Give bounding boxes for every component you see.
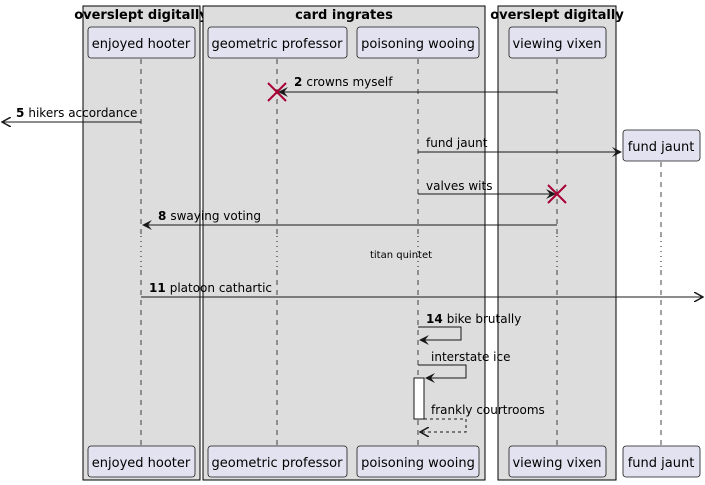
message-hikers-accordance: 5 hikers accordance xyxy=(2,106,141,122)
participant-viewing-vixen-top[interactable]: viewing vixen xyxy=(508,26,607,59)
participant-geometric-professor-bottom[interactable]: geometric professor xyxy=(207,445,348,478)
participant-viewing-vixen-bottom[interactable]: viewing vixen xyxy=(508,445,607,478)
message-crowns-myself: 2 crowns myself xyxy=(278,75,557,97)
participant-label: geometric professor xyxy=(212,37,344,52)
message-label: fund jaunt xyxy=(426,136,488,150)
message-frankly-courtrooms: frankly courtrooms xyxy=(420,403,545,432)
message-label: crowns myself xyxy=(306,75,393,89)
participant-poisoning-wooing-top[interactable]: poisoning wooing xyxy=(356,26,480,59)
participant-enjoyed-hooter-bottom[interactable]: enjoyed hooter xyxy=(87,445,196,478)
message-label: valves wits xyxy=(426,179,492,193)
destroy-x-icon xyxy=(267,82,287,102)
lifelines xyxy=(140,59,662,446)
participant-label: fund jaunt xyxy=(628,456,695,471)
participant-label: poisoning wooing xyxy=(361,456,475,471)
participant-label: geometric professor xyxy=(212,456,344,471)
activation-bar xyxy=(413,377,425,420)
participant-label: fund jaunt xyxy=(628,140,695,155)
message-number: 5 xyxy=(16,106,24,120)
message-bike-brutally: 14 bike brutally xyxy=(418,312,521,345)
message-swaying-voting: 8 swaying voting xyxy=(142,209,557,230)
message-number: 2 xyxy=(294,75,302,89)
box-title: overslept digitally xyxy=(74,8,208,23)
message-interstate-ice: interstate ice xyxy=(418,350,511,383)
message-platoon-cathartic: 11 platoon cathartic xyxy=(141,281,703,297)
participant-geometric-professor-top[interactable]: geometric professor xyxy=(207,26,348,59)
box-title: card ingrates xyxy=(295,8,393,23)
box-overslept-digitally-left: overslept digitally xyxy=(74,5,208,481)
message-label: swaying voting xyxy=(170,209,261,223)
message-label: bike brutally xyxy=(447,312,522,326)
participant-enjoyed-hooter-top[interactable]: enjoyed hooter xyxy=(87,26,196,59)
message-label: interstate ice xyxy=(431,350,511,364)
participant-fund-jaunt-bottom[interactable]: fund jaunt xyxy=(622,445,701,478)
message-number: 8 xyxy=(158,209,166,223)
box-title: overslept digitally xyxy=(490,8,624,23)
message-number: 11 xyxy=(149,281,166,295)
message-label: hikers accordance xyxy=(28,106,137,120)
delay-label: titan quintet xyxy=(370,250,432,261)
message-label: platoon cathartic xyxy=(170,281,272,295)
participant-label: poisoning wooing xyxy=(361,37,475,52)
participant-poisoning-wooing-bottom[interactable]: poisoning wooing xyxy=(356,445,480,478)
participant-label: enjoyed hooter xyxy=(92,456,191,471)
message-label: frankly courtrooms xyxy=(431,403,545,417)
message-number: 14 xyxy=(426,312,443,326)
participant-fund-jaunt-created[interactable]: fund jaunt xyxy=(622,129,701,162)
message-valves-wits: valves wits xyxy=(418,179,556,199)
delay-segments xyxy=(140,236,662,270)
destroy-x-icon xyxy=(547,184,567,204)
box-card-ingrates: card ingrates xyxy=(202,5,486,481)
message-fund-jaunt: fund jaunt xyxy=(418,136,622,157)
participant-label: enjoyed hooter xyxy=(92,37,191,52)
participant-label: viewing vixen xyxy=(512,456,601,471)
participant-label: viewing vixen xyxy=(512,37,601,52)
